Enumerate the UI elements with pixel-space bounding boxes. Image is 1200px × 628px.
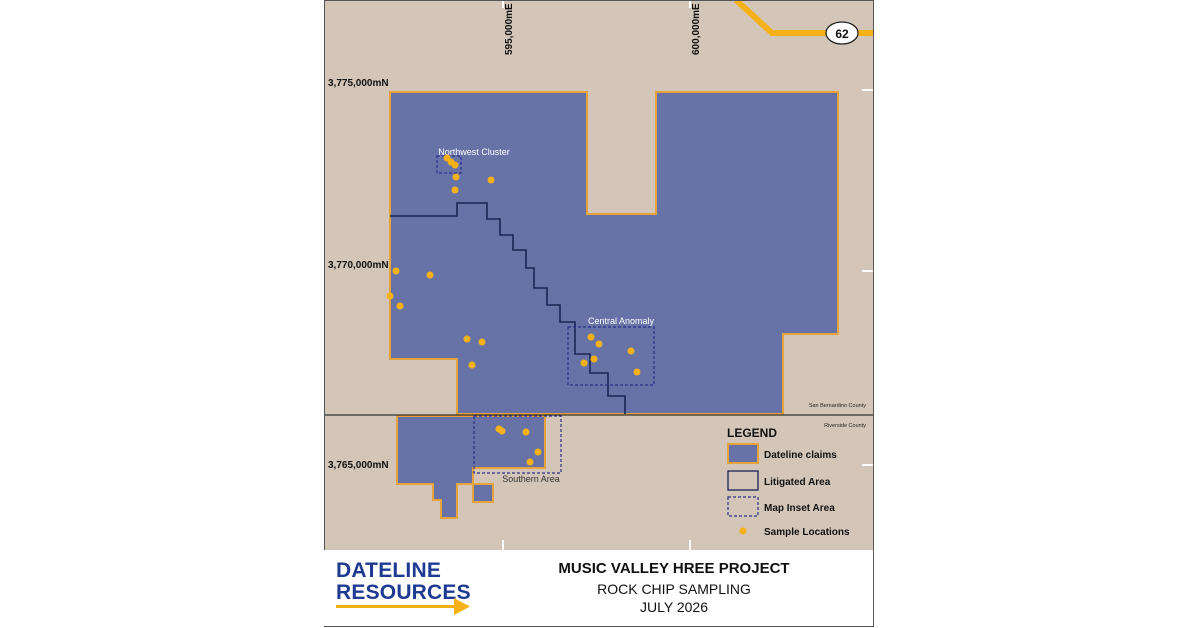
legend-title: LEGEND xyxy=(727,426,777,440)
sample-locations xyxy=(386,154,641,466)
sample-point xyxy=(526,458,534,466)
grid-ticks xyxy=(502,0,873,550)
sample-point xyxy=(580,359,588,367)
logo-arrow-icon xyxy=(336,598,470,615)
sample-point xyxy=(595,340,603,348)
highway-shield-icon xyxy=(825,21,859,45)
sample-point xyxy=(633,368,641,376)
sample-point xyxy=(426,271,434,279)
sample-point xyxy=(587,333,595,341)
county-label-riverside: Riverside County xyxy=(824,423,866,429)
claims-swatch-icon xyxy=(727,443,759,464)
easting-label-595000: 595,000mE xyxy=(504,3,515,55)
inset-central-anomaly xyxy=(567,326,655,386)
sample-point xyxy=(590,355,598,363)
sample-point xyxy=(498,427,506,435)
sample-point xyxy=(522,428,530,436)
sample-point xyxy=(451,186,459,194)
highway-label: 62 xyxy=(835,27,849,41)
sample-point xyxy=(463,335,471,343)
easting-label-600000: 600,000mE xyxy=(691,3,702,55)
sample-point xyxy=(386,292,394,300)
project-title: MUSIC VALLEY HREE PROJECT xyxy=(558,560,790,577)
project-date: JULY 2026 xyxy=(640,599,708,615)
litigated-swatch-icon xyxy=(727,470,759,491)
legend-label-samples: Sample Locations xyxy=(764,527,850,538)
logo-line-resources: RESOURCES xyxy=(336,581,471,604)
logo-line-dateline: DATELINE xyxy=(336,559,442,582)
sample-point xyxy=(534,448,542,456)
legend-label-inset: Map Inset Area xyxy=(764,503,835,514)
northing-label-3770000: 3,770,000mN xyxy=(328,260,389,271)
northing-label-3775000: 3,775,000mN xyxy=(328,78,389,89)
sample-point xyxy=(487,176,495,184)
sample-dot-icon xyxy=(739,527,747,535)
sample-point xyxy=(452,173,460,181)
inset-label-central: Central Anomaly xyxy=(588,316,655,326)
legend-label-claims: Dateline claims xyxy=(764,450,837,461)
project-subtitle: ROCK CHIP SAMPLING xyxy=(597,581,751,597)
inset-southern-area xyxy=(473,415,562,474)
sample-point xyxy=(468,361,476,369)
litigated-area-boundary xyxy=(390,202,626,414)
dateline-claims-north xyxy=(389,91,839,415)
sample-point xyxy=(392,267,400,275)
inset-swatch-icon xyxy=(727,496,759,517)
sample-point xyxy=(396,302,404,310)
legend: LEGEND Dateline claims Litigated Area Ma… xyxy=(727,426,850,538)
dateline-claims-south xyxy=(396,415,546,519)
sample-point xyxy=(627,347,635,355)
title-block: DATELINE RESOURCES MUSIC VALLEY HREE PRO… xyxy=(324,550,873,626)
sample-point xyxy=(478,338,486,346)
legend-label-litigated: Litigated Area xyxy=(764,477,831,488)
sample-point xyxy=(451,161,459,169)
inset-label-northwest: Northwest Cluster xyxy=(438,147,510,157)
map-frame xyxy=(324,0,874,627)
county-label-san-bernardino: San Bernardino County xyxy=(809,403,866,409)
northing-label-3765000: 3,765,000mN xyxy=(328,460,389,471)
inset-label-southern: Southern Area xyxy=(502,474,560,484)
